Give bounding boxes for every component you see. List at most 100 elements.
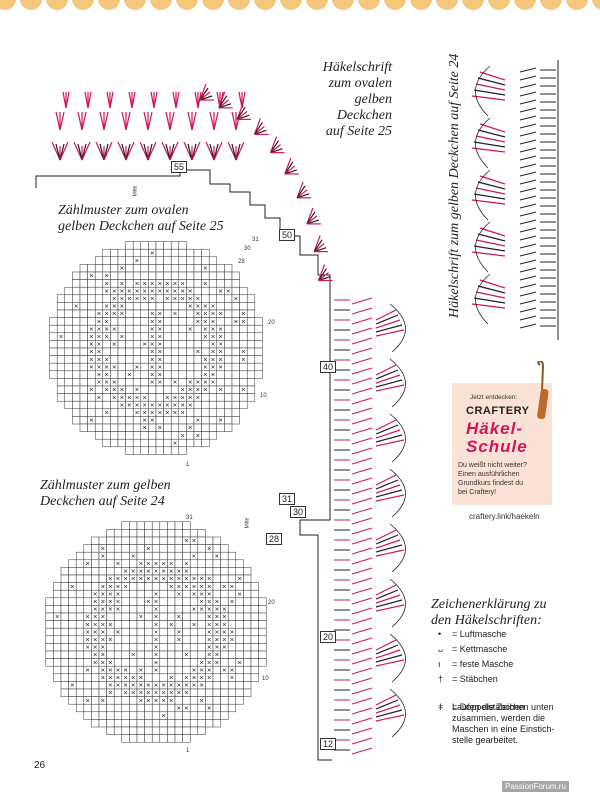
chart-cell (60, 650, 69, 659)
chart-cell (110, 271, 119, 280)
chart-cell (121, 529, 130, 538)
chart-cell (182, 589, 191, 599)
chart-cell (94, 408, 104, 417)
chart-x-mark: × (188, 378, 192, 387)
stitch-mark (351, 397, 373, 405)
chart-cell (144, 627, 153, 637)
stitch-mark (99, 111, 105, 131)
chart-x-mark: × (142, 294, 146, 303)
chart-cell (110, 416, 119, 425)
chart-cell (231, 324, 240, 334)
chart-cell (140, 264, 149, 273)
chart-x-mark: × (241, 309, 245, 318)
scallop-dot (254, 0, 276, 10)
craftery-ad[interactable]: Jetzt entdecken: CRAFTERY Häkel- Schule … (452, 361, 552, 505)
chart-cell (167, 521, 176, 530)
stitch-mark (519, 211, 537, 217)
chart-cell (64, 347, 73, 356)
legend-label: = Kettmasche (452, 644, 508, 654)
chart-cell (174, 665, 183, 675)
stitch-mark (375, 479, 399, 490)
chart-cell (155, 241, 164, 250)
stitch-mark (519, 75, 537, 81)
chart-cell (75, 665, 85, 675)
chart-x-mark: × (101, 605, 105, 614)
stitch-mark (375, 539, 401, 549)
chart-cell (110, 347, 119, 356)
chart-cell (94, 256, 104, 265)
chart-cell (182, 635, 191, 644)
chart-cell (163, 423, 172, 432)
chart-x-mark: × (154, 605, 158, 614)
chart-cell (87, 370, 96, 379)
chart-cell (140, 438, 149, 448)
chart-cell (186, 355, 195, 364)
chart-cell (201, 408, 210, 417)
ad-body: Du weißt nicht weiter? Einen ausführlich… (458, 461, 550, 497)
chart-cell (68, 612, 77, 621)
chart-cell (83, 673, 92, 682)
chart-x-mark: × (203, 317, 207, 326)
chart-cell (197, 620, 206, 629)
legend-symbol: ı (438, 659, 441, 669)
legend-note-line: Maschen in eine Einstich- (452, 724, 555, 734)
chart-x-mark: × (180, 431, 184, 440)
ad-body-line: Grundkurs findest du (458, 480, 523, 487)
chart-cell (174, 734, 183, 743)
chart-cell (182, 726, 191, 735)
chart-cell (72, 309, 81, 318)
chart-cell (254, 355, 263, 364)
chart-x-mark: × (237, 574, 241, 583)
stitch-mark (375, 644, 399, 655)
chart-x-mark: × (211, 332, 215, 341)
stitch-mark (351, 447, 373, 455)
stitch-mark (270, 140, 280, 153)
chart-cell (159, 635, 168, 644)
chart-x-mark: × (104, 408, 108, 417)
ad-link[interactable]: craftery.link/haekeln (469, 512, 540, 521)
chart-x-mark: × (89, 332, 93, 341)
chart-cell (132, 370, 142, 379)
chart-x-mark: × (199, 665, 203, 674)
chart-x-mark: × (188, 400, 192, 409)
row-number: 31 (252, 237, 259, 243)
chart-cell (250, 612, 259, 621)
stitch-mark (351, 627, 373, 635)
chart-x-mark: × (192, 589, 196, 598)
stitch-mark (199, 83, 207, 101)
chart-x-mark: × (188, 294, 192, 303)
edge-outline (475, 117, 491, 169)
legend-label: = Luftmasche (452, 629, 507, 639)
chart-x-mark: × (192, 673, 196, 682)
chart-cell (197, 711, 206, 720)
chart-cell (231, 347, 240, 356)
chart-cell (56, 347, 66, 356)
chart-x-mark: × (215, 612, 219, 621)
chart-cell (60, 627, 69, 637)
chart-x-mark: × (158, 324, 162, 333)
chart-cell (132, 423, 142, 432)
chart-x-mark: × (237, 589, 241, 598)
chart-x-mark: × (218, 340, 222, 349)
chart-cell (136, 582, 145, 591)
chart-cell (163, 378, 172, 387)
chart-x-mark: × (97, 324, 101, 333)
chart-cell (182, 658, 191, 667)
stitch-mark (218, 103, 231, 109)
chart-cell (75, 635, 85, 644)
stitch-mark (218, 95, 228, 109)
chart-cell (186, 271, 195, 280)
stitch-mark (165, 111, 171, 131)
stitch-mark (519, 107, 537, 113)
chart-x-mark: × (215, 605, 219, 614)
chart-x-mark: × (196, 347, 200, 356)
chart-cell (75, 620, 85, 629)
chart-cell (56, 309, 66, 318)
chart-x-mark: × (150, 317, 154, 326)
chart-cell (254, 317, 263, 326)
chart-cell (136, 643, 145, 652)
chart-cell (178, 340, 187, 349)
edge-label-31: 31 (279, 493, 296, 505)
chart-x-mark: × (101, 643, 105, 652)
chart-cell (98, 711, 107, 720)
